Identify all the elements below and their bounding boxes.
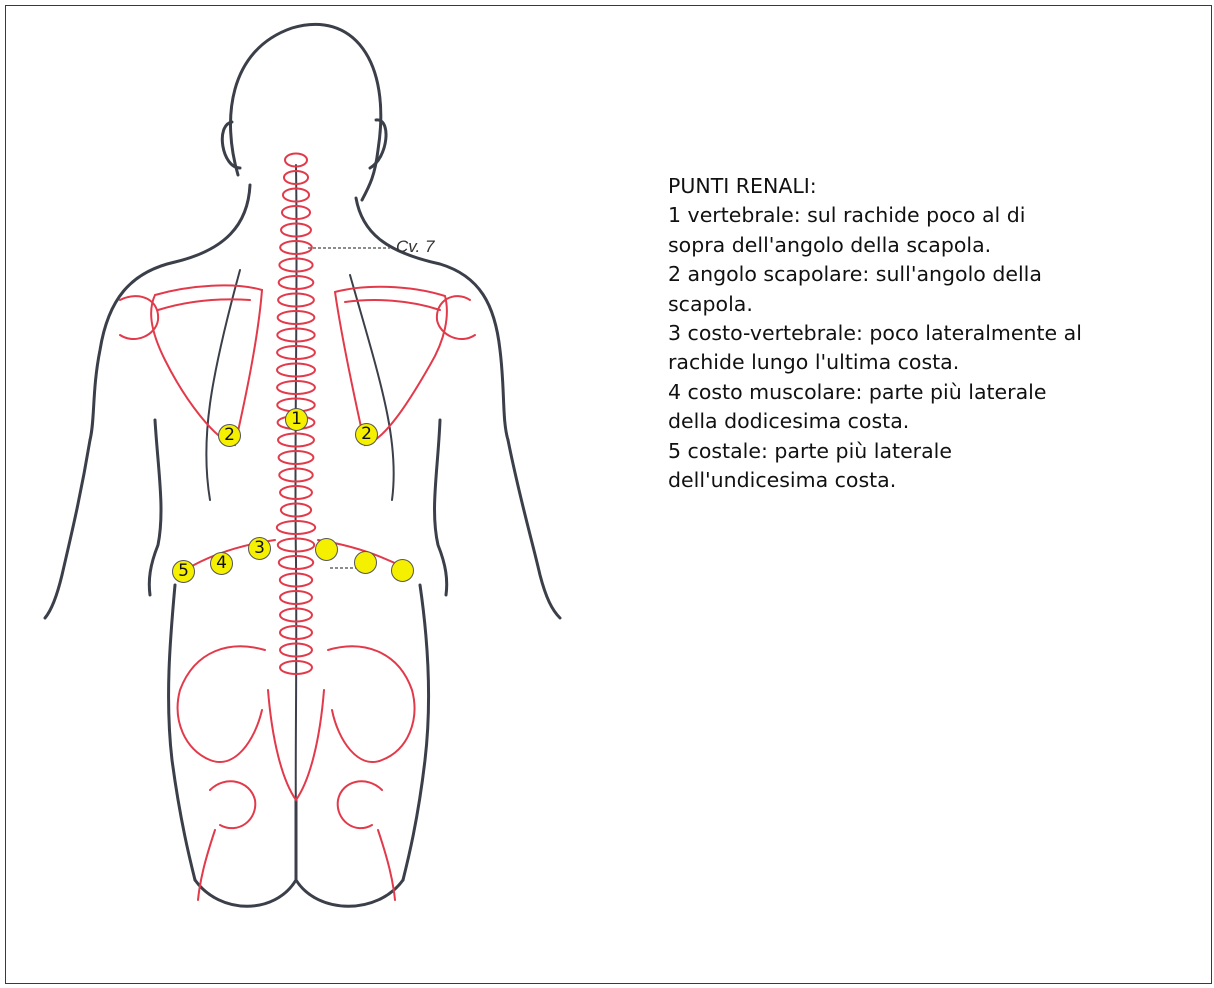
marker-4-right-costomuscular xyxy=(354,551,377,574)
buttocks-outline xyxy=(195,880,403,906)
marker-3-left-costovertebral: 3 xyxy=(248,537,271,560)
right-arm-outer xyxy=(508,440,560,618)
body-outline xyxy=(45,24,560,906)
legend-line: 5 costale: parte più laterale xyxy=(668,437,1208,466)
left-back-contour xyxy=(206,270,240,500)
right-neck-shoulder xyxy=(356,198,508,440)
right-ilium xyxy=(328,646,414,762)
right-torso-side xyxy=(403,585,429,880)
right-back-contour xyxy=(350,275,394,500)
cv7-label: Cv. 7 xyxy=(396,237,434,257)
left-scapula xyxy=(151,285,262,445)
anatomy-drawing xyxy=(0,0,640,988)
right-arm-inner xyxy=(435,420,447,595)
left-neck-shoulder xyxy=(90,185,250,440)
right-hip-joint xyxy=(338,781,382,828)
left-arm-inner xyxy=(149,420,161,595)
legend-line: scapola. xyxy=(668,290,1208,319)
legend-line: sopra dell'angolo della scapola. xyxy=(668,231,1208,260)
left-femur xyxy=(198,830,215,900)
left-hip-joint xyxy=(210,781,255,828)
marker-1-vertebral: 1 xyxy=(285,408,308,431)
legend-line: 1 vertebrale: sul rachide poco al di xyxy=(668,201,1208,230)
legend-title: PUNTI RENALI: xyxy=(668,172,1208,201)
legend-line: dell'undicesima costa. xyxy=(668,466,1208,495)
legend-line: della dodicesima costa. xyxy=(668,407,1208,436)
left-scapula-spine xyxy=(158,299,250,310)
right-humerus-head xyxy=(437,296,475,339)
marker-5-right-costal xyxy=(391,559,414,582)
legend-line: 2 angolo scapolare: sull'angolo della xyxy=(668,260,1208,289)
marker-5-left-costal: 5 xyxy=(172,560,195,583)
legend-line: rachide lungo l'ultima costa. xyxy=(668,348,1208,377)
marker-3-right-costovertebral xyxy=(315,538,338,561)
legend-line: 4 costo muscolare: parte più laterale xyxy=(668,378,1208,407)
marker-4-left-costomuscular: 4 xyxy=(210,552,233,575)
back-anatomy-figure: Cv. 7 xyxy=(0,0,640,988)
spine-line xyxy=(295,165,296,820)
legend-text-block: PUNTI RENALI: 1 vertebrale: sul rachide … xyxy=(668,172,1208,495)
left-arm-outer xyxy=(45,440,90,618)
right-scapula xyxy=(335,287,447,445)
left-ilium xyxy=(178,646,265,762)
legend-line: 3 costo-vertebrale: poco lateralmente al xyxy=(668,319,1208,348)
marker-2-left-scapular: 2 xyxy=(218,424,241,447)
marker-2-right-scapular: 2 xyxy=(355,423,378,446)
